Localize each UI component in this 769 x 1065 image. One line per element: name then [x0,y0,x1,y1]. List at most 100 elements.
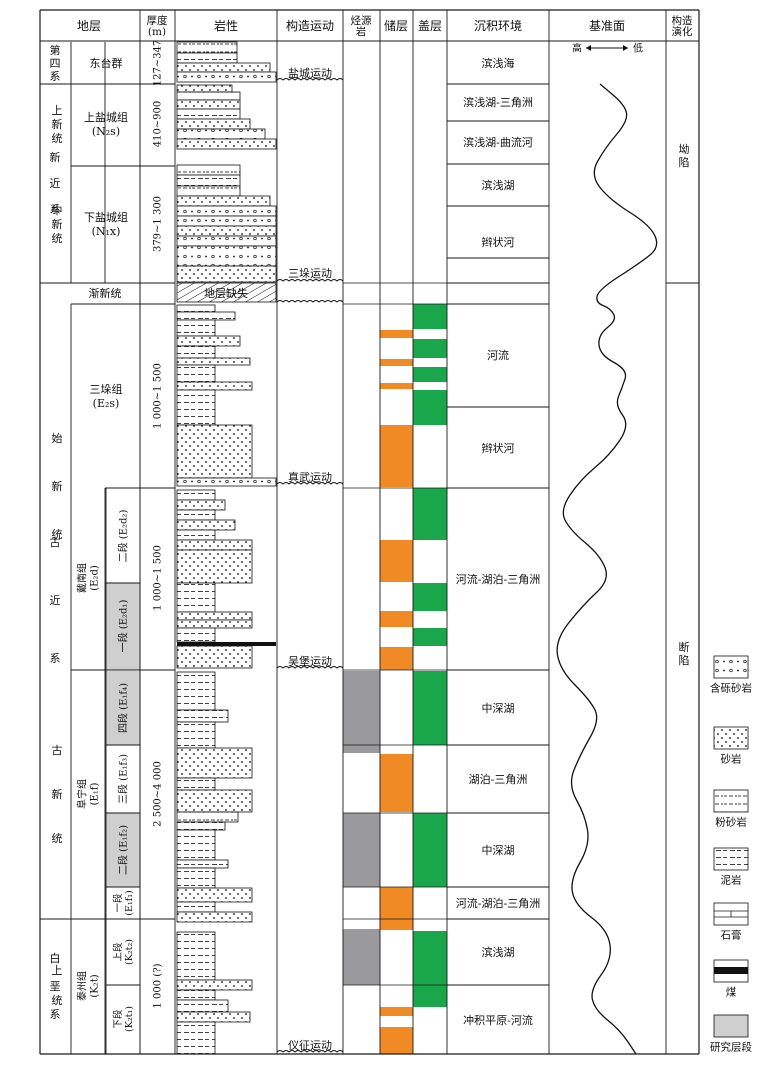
thickness-value-line: 379~1 300 [153,196,164,252]
lithology-bed [176,747,253,779]
lithology-bed [176,509,216,521]
tectonic-movement-label: 仪征运动 [288,1039,332,1052]
system-quaternary-group: 第四系 [50,43,61,83]
sedimentary-environment-label-line: 滨浅湖-曲流河 [463,135,533,149]
lithology-bed [176,619,253,629]
member-funing2: 二段 (E₁f₂) [117,825,130,875]
lithology-bed [176,999,229,1013]
legend-label-mudstone-group: 泥岩 [721,874,742,887]
base-level-low-label-group: 低 [633,42,643,55]
member-taizhou-lower: 下段(K₂t₁) [112,1006,135,1032]
member-funing2-line: 二段 (E₁f₂) [117,825,130,875]
series-miocene-line: 新 [52,217,63,231]
lithology-bed [176,41,238,54]
member-funing1-line: (E₁f₁) [124,890,135,915]
legend-label-siltstone-group: 粉砂岩 [715,816,747,829]
member-funing4-line: 四段 (E₁f₄) [117,683,130,733]
member-funing2-group: 二段 (E₁f₂) [117,825,130,875]
member-funing3-line: 三段 (E₁f₃) [117,754,130,804]
cap-rock-interval [413,985,447,1007]
lithology-bed [176,529,216,541]
series-pliocene-line: 统 [52,132,63,145]
lithology-bed [176,345,216,359]
lithology-bed [176,265,277,283]
legend-label-siltstone: 粉砂岩 [715,816,747,829]
header-tectonic-evolution-line: 演化 [672,25,693,38]
header-thickness-group: 厚度(m) [147,14,168,38]
evolution-depression-line: 坳 [679,142,690,156]
header-sedimentary-environment-line: 沉积环境 [474,18,522,33]
thickness-value-group: 1 000~1 500 [153,363,164,429]
member-taizhou-lower-line: 下段 [112,1009,124,1029]
formation-taizhou-group: 泰州组(K₂t) [76,971,101,1001]
member-funing1-group: 一段(E₁f₁) [112,890,135,915]
sedimentary-environment-label-line: 河流 [487,348,509,362]
formation-taizhou-line: 泰州组 [76,971,89,1001]
system-quaternary-line: 四 [50,57,61,70]
legend-label-coal-group: 煤 [726,986,737,999]
lithology-bed [176,887,253,903]
lithology-bed [176,138,277,150]
lithology-bed [176,84,233,93]
series-paleocene: 古新统 [52,744,63,845]
header-tectonic-movement-group: 构造运动 [286,18,334,33]
lithology-bed [176,477,277,487]
lithology-bed [176,867,216,889]
series-pliocene-line: 新 [52,117,63,131]
sedimentary-environment-label-group: 滨浅湖-三角洲 [463,95,533,109]
formation-sanduo-group: 三垛组(E₂s) [90,382,123,410]
formation-dongtai-line: 东台群 [90,56,123,70]
system-quaternary-line: 系 [50,70,61,83]
sedimentary-environment-label-group: 湖泊-三角洲 [469,773,528,786]
unconformity-line [276,279,344,282]
legend-label-coal-line: 煤 [726,986,737,999]
thickness-value-line: 127~347 [153,40,164,87]
tectonic-movement-label-line: 三垛运动 [288,267,332,280]
series-eocene-line: 新 [52,479,63,493]
formation-xiayancheng-line: (N₁x) [92,225,121,238]
sedimentary-environment-label: 辫状河 [482,441,515,455]
legend-label-gypsum-line: 石膏 [721,929,742,942]
lithology-bed [176,389,216,426]
tectonic-movement-label-group: 真武运动 [288,470,332,484]
header-sedimentary-environment: 沉积环境 [474,18,522,33]
legend-swatch-siltstone [713,789,749,813]
header-source-rock-line: 烃源 [351,14,372,27]
sedimentary-environment-label: 湖泊-三角洲 [469,773,528,786]
header-reservoir-line: 储层 [384,18,408,33]
header-base-level: 基准面 [589,19,625,33]
header-tectonic-movement: 构造运动 [286,18,334,33]
thickness-value: 1 000~1 500 [153,363,164,429]
evolution-faulted-depression: 断陷 [679,640,690,667]
lithology-bed [176,519,236,531]
lithology-bed [176,174,241,187]
thickness-value-line: 1 000~1 500 [153,363,164,429]
reservoir-interval [380,611,413,627]
legend-swatch-sandstone [713,726,749,750]
header-stratum: 地层 [77,19,101,33]
formation-taizhou: 泰州组(K₂t) [76,971,101,1001]
member-funing1: 一段(E₁f₁) [112,890,135,915]
header-lithology: 岩性 [214,18,238,33]
lithology-bed [176,582,216,613]
reservoir-interval [380,887,413,930]
formation-sanduo-line: (E₂s) [93,397,120,410]
tectonic-movement-label-line: 吴堡运动 [288,654,332,668]
lithology-bed [176,195,271,207]
lithology-bed [176,108,241,120]
lithology-bed [176,99,241,110]
series-oligocene: 渐新统 [89,286,122,300]
system-neogene-group: 新近系 [50,150,61,216]
thickness-value-group: 410~900 [153,101,164,148]
thickness-value: 379~1 300 [153,196,164,252]
system-paleogene-line: 系 [50,652,61,665]
series-oligocene-group: 渐新统 [89,286,122,300]
lithology-bed [176,539,253,551]
tectonic-movement-label-line: 真武运动 [288,470,332,484]
cap-rock-interval [413,339,447,358]
sedimentary-environment-label: 滨浅海 [482,56,515,70]
legend-label-mudstone-line: 泥岩 [721,874,742,887]
system-quaternary: 第四系 [50,43,61,83]
lithology-bed [176,789,253,813]
formation-funing-line: (E₁f) [90,782,101,805]
